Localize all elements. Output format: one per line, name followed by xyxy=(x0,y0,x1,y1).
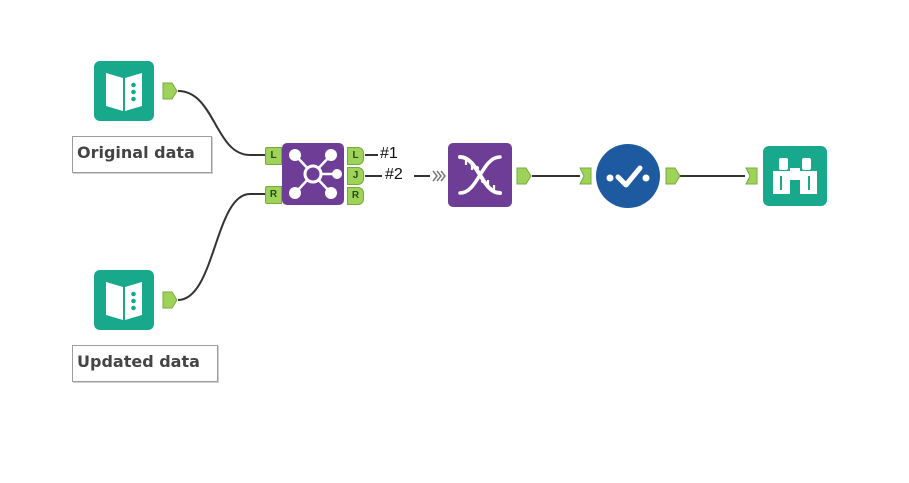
join-tool[interactable] xyxy=(282,143,344,205)
book-input-icon xyxy=(106,282,142,320)
checkmark-circle-icon xyxy=(606,165,650,188)
input-anchor-test[interactable] xyxy=(579,167,593,185)
join-output-anchor-left[interactable]: L xyxy=(347,147,364,165)
annotation-original-data[interactable]: Original data xyxy=(72,136,212,173)
annotation-text: Updated data xyxy=(77,352,200,371)
wire-input2-to-join[interactable] xyxy=(177,193,266,301)
output-anchor-test[interactable] xyxy=(665,167,681,185)
join-input-anchor-right[interactable]: R xyxy=(265,186,282,204)
annotation-text: Original data xyxy=(77,143,195,162)
output-anchor-input2[interactable] xyxy=(162,291,178,309)
input-tool-updated[interactable] xyxy=(94,270,154,330)
join-output-anchor-join[interactable]: J xyxy=(347,167,364,185)
dna-icon xyxy=(458,155,502,195)
input-tool-original[interactable] xyxy=(94,61,154,121)
transform-tool[interactable] xyxy=(448,143,512,207)
input-anchor-browse[interactable] xyxy=(745,167,759,185)
output-anchor-input1[interactable] xyxy=(162,82,178,100)
book-input-icon xyxy=(106,73,142,111)
join-output-anchor-right[interactable]: R xyxy=(347,187,364,205)
multi-input-chevron-icon xyxy=(432,170,446,182)
join-input-anchor-left[interactable]: L xyxy=(265,147,282,165)
wire-input1-to-join[interactable] xyxy=(177,90,266,156)
test-tool[interactable] xyxy=(596,144,660,208)
output-anchor-transform[interactable] xyxy=(516,167,532,185)
annotation-updated-data[interactable]: Updated data xyxy=(72,345,218,382)
binoculars-icon xyxy=(773,158,817,194)
join-network-icon xyxy=(289,149,342,199)
connection-label-2: #2 xyxy=(385,166,403,183)
browse-tool[interactable] xyxy=(763,146,827,206)
connection-label-1: #1 xyxy=(380,145,398,162)
